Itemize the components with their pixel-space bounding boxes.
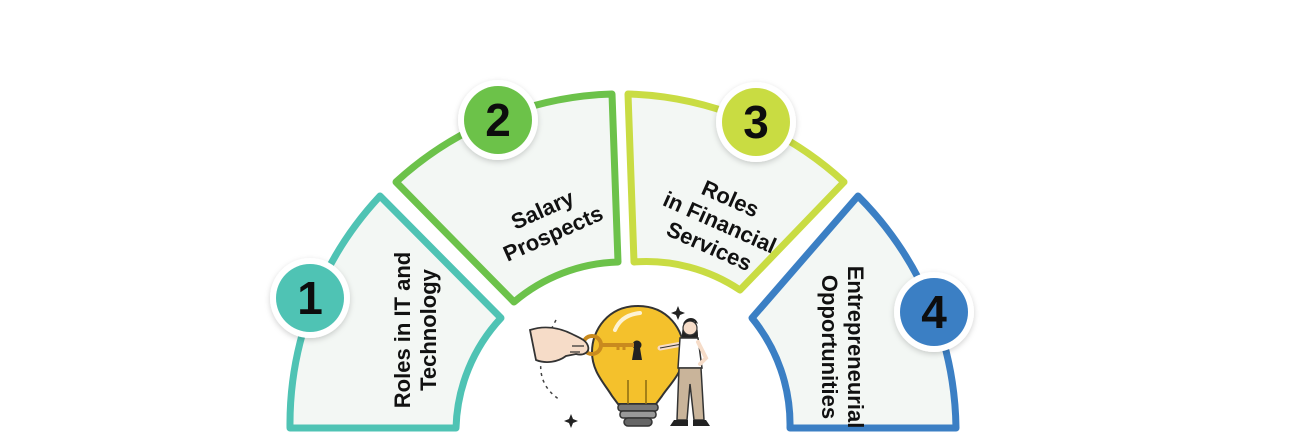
badge-3[interactable]: 3	[716, 82, 796, 162]
segment-1-panel[interactable]	[286, 192, 505, 432]
lightbulb-key-illustration	[528, 304, 710, 428]
sparkle-icon	[564, 414, 578, 428]
segment-2-panel[interactable]	[392, 90, 622, 306]
segment-1-label-line2: Technology	[416, 268, 441, 391]
segment-4-panel[interactable]	[748, 192, 960, 432]
segment-1-label: Roles in IT and Technology	[390, 252, 441, 408]
badge-3-number: 3	[743, 96, 769, 148]
segment-4-label: Entrepreneurial Opportunities	[817, 266, 868, 429]
segment-4-label-line2: Opportunities	[817, 275, 842, 419]
woman-figure-icon	[657, 318, 710, 426]
badge-1[interactable]: 1	[270, 258, 350, 338]
badge-2-number: 2	[485, 94, 511, 146]
dashed-trail	[539, 319, 561, 401]
segment-4-label-line1: Entrepreneurial	[843, 266, 868, 429]
badge-4-number: 4	[921, 286, 947, 338]
badge-1-number: 1	[297, 272, 323, 324]
lightbulb-icon	[590, 304, 686, 427]
sparkle-icon	[671, 306, 685, 320]
badge-2[interactable]: 2	[458, 80, 538, 160]
segment-1-label-line1: Roles in IT and	[390, 252, 415, 408]
hand-icon	[528, 326, 590, 363]
badge-4[interactable]: 4	[894, 272, 974, 352]
